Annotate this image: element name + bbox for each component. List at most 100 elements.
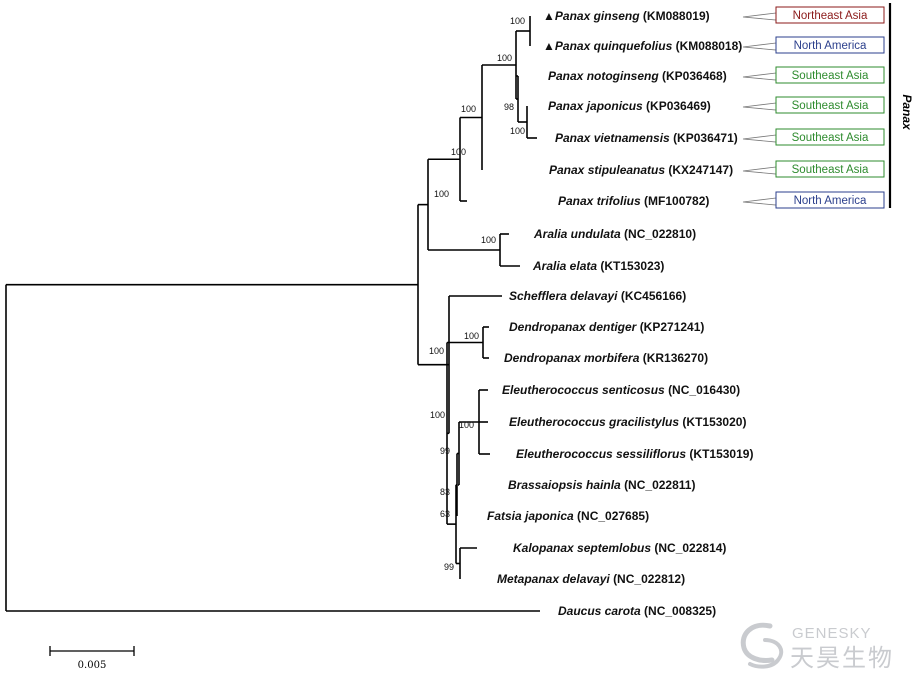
region-label: Southeast Asia: [792, 100, 869, 112]
support-value: 63: [440, 509, 450, 519]
accession-number: (NC_022812): [613, 572, 685, 586]
taxon-label: Eleutherococcus sessiliflorus (KT153019): [516, 447, 753, 461]
accession-number: (KM088019): [643, 9, 710, 23]
taxon-name: Panax stipuleanatus: [549, 163, 668, 177]
support-value: 100: [497, 53, 512, 63]
taxon-label: Panax vietnamensis (KP036471): [555, 131, 738, 145]
region-box: [775, 96, 885, 114]
accession-number: (NC_022810): [624, 227, 696, 241]
support-values: 100 100 100 98 100 100 100 100 100 100 100 100 99 83 6…: [429, 16, 525, 572]
taxon-label: Aralia undulata (NC_022810): [533, 227, 696, 241]
accession-number: (KC456166): [621, 289, 686, 303]
taxon-name: Eleutherococcus gracilistylus: [509, 415, 682, 429]
taxon-label: Panax stipuleanatus (KX247147): [549, 163, 733, 177]
accession-number: (NC_016430): [668, 383, 740, 397]
callout-pointer: [742, 166, 777, 175]
support-value: 100: [451, 147, 466, 157]
taxon-name: Aralia elata: [532, 259, 600, 273]
support-value: 100: [481, 235, 496, 245]
taxon-label: Panax notoginseng (KP036468): [548, 69, 727, 83]
taxon-labels: ▲Panax ginseng (KM088019)▲Panax quinquef…: [487, 9, 753, 618]
taxon-label: Brassaiopsis hainla (NC_022811): [508, 478, 695, 492]
accession-number: (KP036469): [646, 99, 711, 113]
support-value: 100: [430, 410, 445, 420]
support-value: 100: [459, 420, 474, 430]
callout-pointer: [742, 72, 777, 81]
taxon-name: Panax notoginseng: [548, 69, 662, 83]
scale-label: 0.005: [78, 660, 107, 671]
taxon-name: Panax quinquefolius: [555, 39, 676, 53]
support-value: 83: [440, 487, 450, 497]
taxon-label: Dendropanax dentiger (KP271241): [509, 320, 704, 334]
region-box: [775, 191, 885, 209]
accession-number: (NC_022814): [654, 541, 726, 555]
watermark-brand: GENESKY: [792, 625, 872, 642]
tree-branches: [5, 16, 540, 612]
taxon-name: Metapanax delavayi: [497, 572, 613, 586]
watermark: GENESKY 天昊生物: [740, 622, 894, 672]
taxon-label: Dendropanax morbifera (KR136270): [504, 351, 708, 365]
taxon-name: Daucus carota: [558, 604, 644, 618]
accession-number: (NC_027685): [577, 509, 649, 523]
support-value: 98: [504, 102, 514, 112]
taxon-name: Eleutherococcus sessiliflorus: [516, 447, 689, 461]
accession-number: (KP271241): [640, 320, 705, 334]
taxon-name: Aralia undulata: [533, 227, 624, 241]
support-value: 100: [434, 189, 449, 199]
accession-number: (KM088018): [676, 39, 743, 53]
taxon-name: Kalopanax septemlobus: [513, 541, 654, 555]
callout-pointer: [742, 12, 777, 21]
accession-number: (KP036468): [662, 69, 727, 83]
triangle-marker-icon: ▲: [543, 9, 555, 23]
taxon-name: Schefflera delavayi: [509, 289, 621, 303]
callout-pointer: [742, 42, 777, 51]
region-label: North America: [794, 195, 867, 207]
callout-pointer: [742, 197, 777, 206]
accession-number: (NC_022811): [624, 478, 695, 492]
triangle-marker-icon: ▲: [543, 39, 555, 53]
clade-label: Panax: [900, 94, 914, 131]
region-label: North America: [794, 40, 867, 52]
support-value: 100: [464, 331, 479, 341]
taxon-name: Brassaiopsis hainla: [508, 478, 624, 492]
region-label: Southeast Asia: [792, 70, 869, 82]
region-box: [775, 66, 885, 84]
taxon-label: Eleutherococcus gracilistylus (KT153020): [509, 415, 746, 429]
taxon-label: Fatsia japonica (NC_027685): [487, 509, 649, 523]
region-box: [775, 160, 885, 178]
taxon-name: Dendropanax morbifera: [504, 351, 643, 365]
taxon-name: Panax japonicus: [548, 99, 646, 113]
support-value: 100: [461, 104, 476, 114]
support-value: 100: [429, 346, 444, 356]
scale-bar: 0.005: [49, 646, 135, 671]
taxon-name: Panax trifolius: [558, 194, 644, 208]
accession-number: (NC_008325): [644, 604, 716, 618]
support-value: 100: [510, 126, 525, 136]
taxon-name: Fatsia japonica: [487, 509, 577, 523]
accession-number: (KT153020): [682, 415, 746, 429]
taxon-name: Dendropanax dentiger: [509, 320, 640, 334]
taxon-label: ▲Panax quinquefolius (KM088018): [543, 39, 742, 53]
accession-number: (KP036471): [673, 131, 738, 145]
taxon-label: ▲Panax ginseng (KM088019): [543, 9, 710, 23]
region-label: Southeast Asia: [792, 132, 869, 144]
region-box: [775, 6, 885, 24]
accession-number: (KT153023): [600, 259, 664, 273]
accession-number: (KX247147): [668, 163, 733, 177]
region-label: Northeast Asia: [793, 10, 868, 22]
taxon-label: Eleutherococcus senticosus (NC_016430): [502, 383, 740, 397]
panax-clade-bracket: Panax: [888, 3, 914, 208]
callout-pointer: [742, 102, 777, 111]
genesky-logo-icon: [740, 622, 784, 669]
taxon-label: Schefflera delavayi (KC456166): [509, 289, 686, 303]
accession-number: (KT153019): [689, 447, 753, 461]
support-value: 99: [440, 446, 450, 456]
taxon-label: Panax japonicus (KP036469): [548, 99, 711, 113]
watermark-brand-cn: 天昊生物: [790, 644, 894, 672]
support-value: 100: [510, 16, 525, 26]
taxon-label: Panax trifolius (MF100782): [558, 194, 709, 208]
callout-pointer: [742, 134, 777, 143]
region-box: [775, 128, 885, 146]
